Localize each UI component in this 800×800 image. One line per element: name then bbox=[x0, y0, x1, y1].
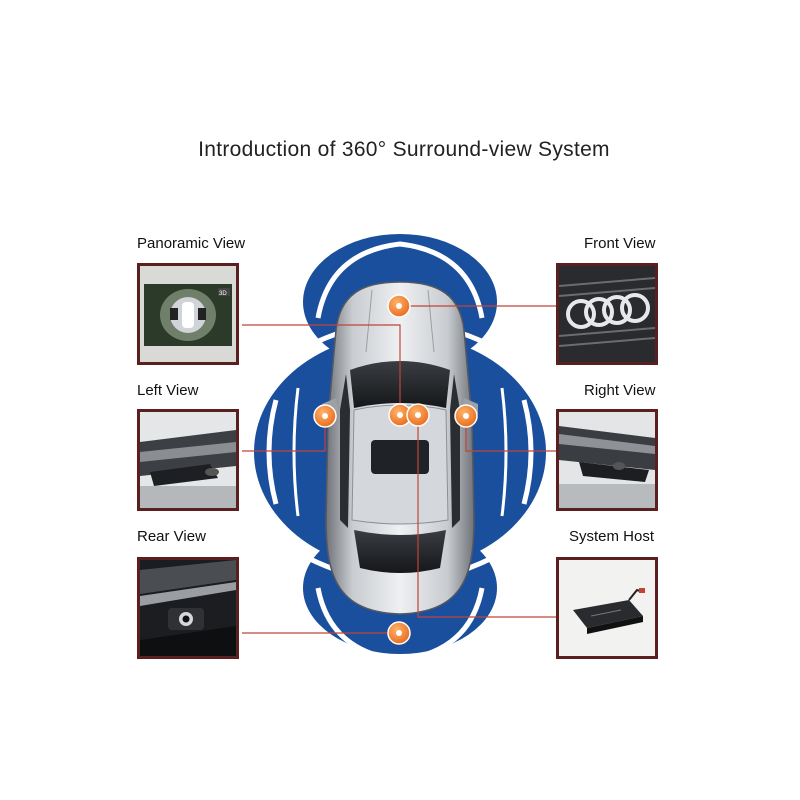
right-view-label: Right View bbox=[584, 382, 656, 399]
right-view-photo bbox=[556, 409, 658, 511]
page-title: Introduction of 360° Surround-view Syste… bbox=[198, 138, 610, 161]
system-host-label: System Host bbox=[569, 528, 655, 545]
right-camera-marker bbox=[454, 404, 478, 428]
panoramic-view-photo: 3D bbox=[137, 263, 239, 365]
car-top-view-icon bbox=[322, 281, 478, 615]
left-camera-marker bbox=[313, 404, 337, 428]
rear-camera-marker bbox=[387, 621, 411, 645]
connector-lines bbox=[242, 305, 556, 634]
camera-markers bbox=[313, 294, 478, 645]
front-camera-marker bbox=[387, 294, 411, 318]
left-view-label: Left View bbox=[137, 382, 199, 399]
system-host-photo bbox=[556, 557, 658, 659]
left-view-photo bbox=[137, 409, 239, 511]
front-view-photo bbox=[556, 263, 658, 365]
panoramic-3d-badge: 3D bbox=[219, 291, 227, 297]
front-view-label: Front View bbox=[584, 235, 656, 252]
host-marker bbox=[406, 403, 430, 427]
panoramic-view-label: Panoramic View bbox=[137, 235, 246, 252]
rear-view-photo bbox=[137, 557, 239, 659]
rear-view-label: Rear View bbox=[137, 528, 206, 545]
